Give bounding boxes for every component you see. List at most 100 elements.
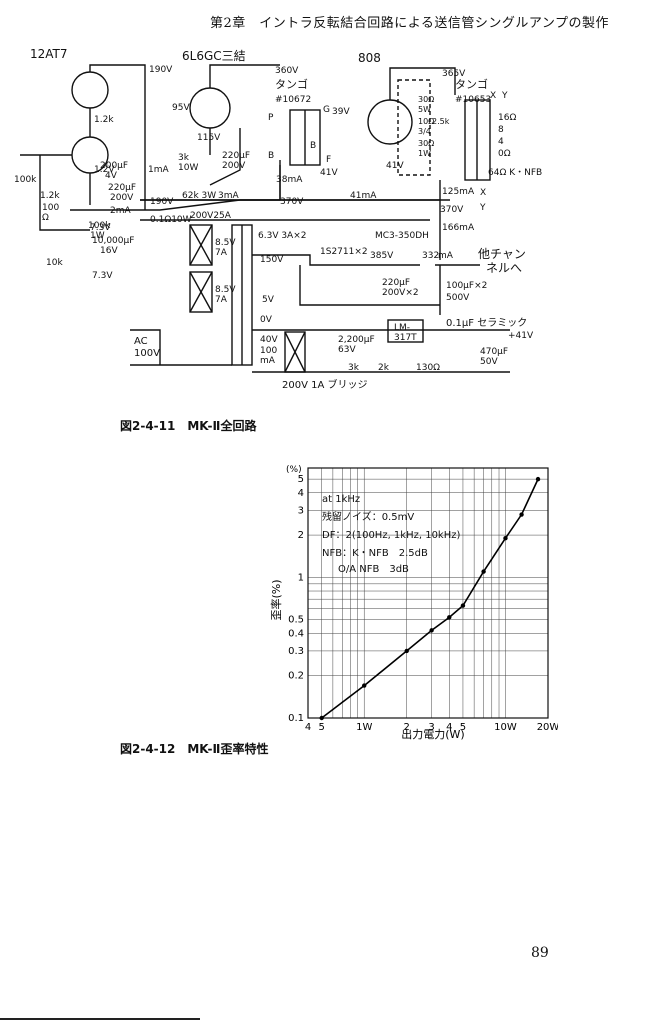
svg-text:200μF: 200μF xyxy=(100,161,128,171)
svg-text:39V: 39V xyxy=(332,107,350,117)
svg-text:10k: 10k xyxy=(46,258,63,268)
y-axis-label: 歪率(%) xyxy=(269,579,283,620)
svg-text:470μF: 470μF xyxy=(480,347,508,357)
data-point xyxy=(429,628,434,633)
svg-text:1W: 1W xyxy=(418,149,431,158)
svg-text:タンゴ: タンゴ xyxy=(455,77,488,91)
y-tick-label: 3 xyxy=(298,505,304,516)
y-tick-label: 0.4 xyxy=(288,628,304,639)
svg-text:B: B xyxy=(310,141,316,151)
x-tick-label: 10W xyxy=(494,722,517,733)
svg-text:100μF×2: 100μF×2 xyxy=(446,281,487,291)
svg-text:150V: 150V xyxy=(260,255,284,265)
svg-text:50V: 50V xyxy=(480,357,498,367)
svg-text:4V: 4V xyxy=(105,171,118,181)
svg-text:200V: 200V xyxy=(222,161,246,171)
series-line xyxy=(321,478,539,719)
svg-text:100k: 100k xyxy=(88,221,111,231)
chart-note-4: NFB：K・NFB 2.5dB xyxy=(322,548,428,559)
svg-text:317T: 317T xyxy=(394,333,417,343)
tube-6l6gc xyxy=(189,87,231,129)
svg-text:7A: 7A xyxy=(215,248,228,258)
data-point xyxy=(362,683,367,688)
svg-text:Y: Y xyxy=(479,203,486,213)
svg-text:AC: AC xyxy=(134,336,148,347)
svg-text:166mA: 166mA xyxy=(442,223,475,233)
svg-text:MC3-350DH: MC3-350DH xyxy=(375,231,429,241)
running-head: 第2章 イントラ反転結合回路による送信管シングルアンプの製作 xyxy=(210,16,609,31)
svg-text:63V: 63V xyxy=(338,345,356,355)
svg-text:0.1μF セラミック: 0.1μF セラミック xyxy=(446,317,527,329)
x-tick-label: 20W xyxy=(537,722,558,733)
chart-note-1: at 1kHz xyxy=(322,494,360,505)
svg-text:40V: 40V xyxy=(260,335,278,345)
y-unit-label: (%) xyxy=(286,465,302,475)
svg-text:365V: 365V xyxy=(442,69,466,79)
y-tick-label: 5 xyxy=(298,474,304,485)
y-tick-label: 4 xyxy=(298,488,304,499)
svg-text:1W: 1W xyxy=(90,231,105,241)
svg-text:220μF: 220μF xyxy=(108,183,136,193)
data-point xyxy=(503,536,508,541)
bridge-1 xyxy=(189,224,213,266)
svg-text:P: P xyxy=(268,113,274,123)
page-number: 89 xyxy=(531,945,549,961)
figure2-caption: 図2-4-12 MK-Ⅱ歪率特性 xyxy=(120,742,269,756)
svg-text:Y: Y xyxy=(501,91,508,101)
y-tick-label: 0.5 xyxy=(288,615,304,626)
data-point xyxy=(447,615,452,620)
svg-text:190V: 190V xyxy=(149,65,173,75)
y-tick-label: 1 xyxy=(298,572,304,583)
svg-text:100k: 100k xyxy=(14,175,37,185)
svg-text:タンゴ: タンゴ xyxy=(275,77,308,91)
regulator-lm317t xyxy=(387,319,424,343)
y-tick-label: 0.1 xyxy=(288,713,304,724)
bridge-2 xyxy=(189,271,213,313)
svg-text:LM-: LM- xyxy=(394,323,410,333)
svg-text:F: F xyxy=(326,155,331,165)
svg-text:200V25A: 200V25A xyxy=(190,211,232,221)
svg-text:62k 3W: 62k 3W xyxy=(182,191,216,201)
svg-text:16V: 16V xyxy=(100,246,118,256)
svg-text:41V: 41V xyxy=(386,161,404,171)
svg-text:8.5V: 8.5V xyxy=(215,238,236,248)
data-point xyxy=(319,715,324,721)
svg-text:ネルへ: ネルへ xyxy=(486,261,522,275)
svg-text:370V: 370V xyxy=(440,205,464,215)
svg-text:38mA: 38mA xyxy=(276,175,303,185)
tube-808 xyxy=(367,99,413,145)
svg-text:Ω: Ω xyxy=(42,213,49,223)
svg-text:360V: 360V xyxy=(275,66,299,76)
svg-text:41V: 41V xyxy=(320,168,338,178)
svg-text:B: B xyxy=(268,151,274,161)
svg-text:30Ω: 30Ω xyxy=(418,139,434,148)
svg-text:220μF: 220μF xyxy=(382,278,410,288)
svg-text:115V: 115V xyxy=(197,133,221,143)
svg-text:#10672: #10672 xyxy=(275,95,311,105)
svg-text:mA: mA xyxy=(260,356,276,366)
svg-text:130Ω: 130Ω xyxy=(416,363,440,373)
data-point xyxy=(519,512,524,517)
svg-text:2mA: 2mA xyxy=(110,206,131,216)
svg-text:64Ω K・NFB: 64Ω K・NFB xyxy=(488,168,542,178)
svg-text:8.5V: 8.5V xyxy=(215,285,236,295)
svg-text:7.3V: 7.3V xyxy=(90,223,111,233)
svg-text:1.2k: 1.2k xyxy=(94,115,114,125)
data-point xyxy=(481,569,486,574)
chart-note-5: O/A NFB 3dB xyxy=(338,564,409,575)
svg-text:1S2711×2: 1S2711×2 xyxy=(320,247,368,257)
label-tube-12at7: 12AT7 xyxy=(30,47,68,61)
svg-text:5W: 5W xyxy=(418,105,431,114)
x-tick-label: 5 xyxy=(460,722,466,733)
x-tick-label: 4 xyxy=(446,722,452,733)
data-point xyxy=(460,603,466,608)
svg-text:X: X xyxy=(480,188,486,198)
y-tick-label: 2 xyxy=(298,530,304,541)
svg-text:+41V: +41V xyxy=(508,331,534,341)
svg-text:mA: mA xyxy=(438,251,454,261)
bottom-rule xyxy=(0,1018,200,1020)
x-tick-label: 1W xyxy=(356,722,372,733)
svg-text:125mA: 125mA xyxy=(442,187,475,197)
x-axis-label: 出力電力(W) xyxy=(401,727,464,740)
